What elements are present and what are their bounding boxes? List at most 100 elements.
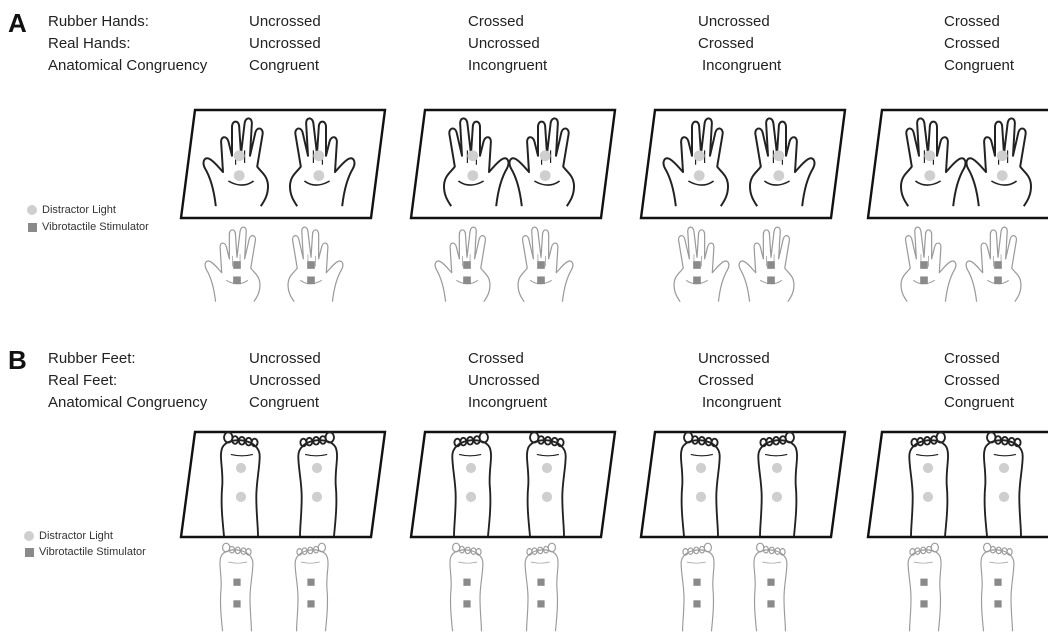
vibrotactile-stimulator-marker [233, 261, 241, 269]
toe-outline [704, 543, 711, 552]
vibrotactile-stimulator-marker [233, 276, 241, 284]
foot-crease [989, 562, 1008, 563]
distractor-light-marker [997, 170, 1008, 181]
foot-outline [295, 550, 328, 631]
vibrotactile-stimulator-marker [767, 276, 775, 284]
toe-outline [318, 543, 325, 552]
vibrotactile-stimulator-marker [994, 579, 1001, 586]
foot-drawing [754, 543, 787, 631]
foot-outline [754, 550, 787, 631]
distractor-light-marker [924, 170, 935, 181]
toe-outline [548, 543, 555, 552]
distractor-light-marker [773, 150, 784, 161]
distractor-light-marker [772, 492, 782, 502]
distractor-light-marker [466, 492, 476, 502]
vibrotactile-stimulator-marker [920, 261, 928, 269]
distractor-light-marker [466, 463, 476, 473]
hand-drawing [288, 227, 343, 302]
vibrotactile-stimulator-marker [994, 276, 1002, 284]
foot-crease [914, 562, 933, 563]
foot-outline [525, 550, 558, 631]
condition-1-illustration [181, 432, 385, 631]
vibrotactile-stimulator-marker [767, 600, 774, 607]
panel-b-illustrations [181, 432, 1048, 631]
distractor-light-marker [312, 492, 322, 502]
hand-drawing [518, 227, 573, 302]
foot-outline [450, 550, 483, 631]
platform-board [411, 110, 615, 218]
hand-drawing [966, 227, 1021, 302]
foot-crease [762, 562, 781, 563]
foot-drawing [525, 543, 558, 631]
foot-outline [681, 550, 714, 631]
distractor-light-marker [696, 492, 706, 502]
hand-drawing [205, 227, 260, 302]
vibrotactile-stimulator-marker [693, 600, 700, 607]
platform-board [641, 432, 845, 537]
foot-drawing [981, 543, 1014, 631]
vibrotactile-stimulator-marker [463, 579, 470, 586]
vibrotactile-stimulator-marker [767, 579, 774, 586]
foot-outline [908, 550, 941, 631]
foot-drawing [681, 543, 714, 631]
vibrotactile-stimulator-marker [994, 600, 1001, 607]
foot-crease [301, 562, 320, 563]
distractor-light-marker [997, 150, 1008, 161]
toe-outline [931, 543, 938, 552]
toe-outline [757, 543, 764, 552]
panel-a-illustrations [181, 110, 1048, 302]
distractor-light-marker [236, 492, 246, 502]
hand-drawing [674, 227, 729, 302]
distractor-light-marker [234, 150, 245, 161]
condition-3-illustration [641, 432, 845, 631]
vibrotactile-stimulator-marker [537, 579, 544, 586]
vibrotactile-stimulator-marker [233, 600, 240, 607]
condition-2-illustration [411, 432, 615, 631]
condition-4-illustration [868, 110, 1048, 302]
vibrotactile-stimulator-marker [994, 261, 1002, 269]
foot-crease [458, 562, 477, 563]
distractor-light-marker [540, 150, 551, 161]
distractor-light-marker [540, 170, 551, 181]
vibrotactile-stimulator-marker [537, 276, 545, 284]
condition-3-illustration [641, 110, 845, 302]
toe-outline [984, 543, 991, 552]
distractor-light-marker [923, 492, 933, 502]
platform-board [181, 432, 385, 537]
distractor-light-marker [313, 150, 324, 161]
vibrotactile-stimulator-marker [307, 276, 315, 284]
vibrotactile-stimulator-marker [693, 261, 701, 269]
hand-drawing [739, 227, 794, 302]
vibrotactile-stimulator-marker [537, 261, 545, 269]
vibrotactile-stimulator-marker [767, 261, 775, 269]
distractor-light-marker [694, 150, 705, 161]
condition-2-illustration [411, 110, 615, 302]
vibrotactile-stimulator-marker [920, 600, 927, 607]
foot-drawing [295, 543, 328, 631]
toe-outline [223, 543, 230, 552]
hand-drawing [901, 227, 956, 302]
condition-4-illustration [868, 432, 1048, 631]
distractor-light-marker [542, 492, 552, 502]
vibrotactile-stimulator-marker [463, 276, 471, 284]
distractor-light-marker [924, 150, 935, 161]
distractor-light-marker [696, 463, 706, 473]
foot-drawing [220, 543, 253, 631]
distractor-light-marker [467, 150, 478, 161]
vibrotactile-stimulator-marker [920, 276, 928, 284]
foot-crease [531, 562, 550, 563]
distractor-light-marker [694, 170, 705, 181]
distractor-light-marker [542, 463, 552, 473]
distractor-light-marker [923, 463, 933, 473]
distractor-light-marker [234, 170, 245, 181]
toe-outline [453, 543, 460, 552]
distractor-light-marker [999, 463, 1009, 473]
foot-outline [981, 550, 1014, 631]
vibrotactile-stimulator-marker [307, 579, 314, 586]
hand-drawing [435, 227, 490, 302]
foot-crease [228, 562, 247, 563]
distractor-light-marker [772, 463, 782, 473]
distractor-light-marker [236, 463, 246, 473]
distractor-light-marker [773, 170, 784, 181]
